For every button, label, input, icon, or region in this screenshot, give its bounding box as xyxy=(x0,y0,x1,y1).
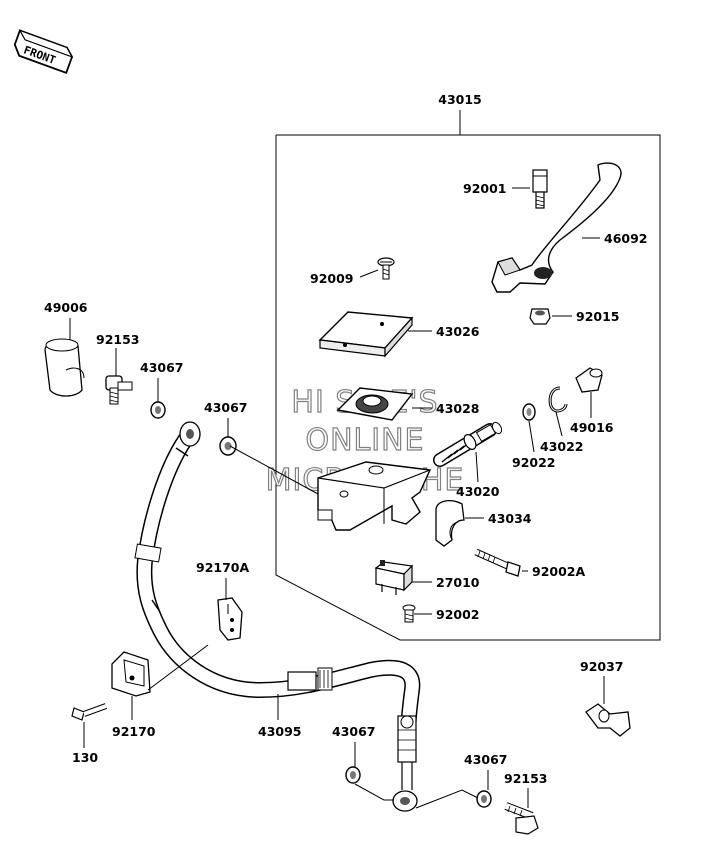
clamp-92170-drawing xyxy=(111,651,151,697)
master-cylinder-assembly-box xyxy=(275,110,661,641)
screw-92009-drawing xyxy=(377,257,395,280)
label-43015: 43015 xyxy=(438,92,482,107)
washer-43067-a-drawing xyxy=(150,401,166,419)
front-direction-badge: FRONT xyxy=(13,29,74,75)
label-43026: 43026 xyxy=(436,324,480,339)
bleeder-92153-lower-drawing xyxy=(504,802,539,835)
part-labels: 43015 92001 46092 92009 92015 43026 4302… xyxy=(44,92,648,786)
circlip-43022-drawing xyxy=(548,386,568,413)
bleeder-92153-upper-drawing xyxy=(105,375,133,405)
piston-kit-43020-drawing xyxy=(433,421,503,467)
label-49006: 49006 xyxy=(44,300,88,315)
label-92037: 92037 xyxy=(580,659,624,674)
clamp-92170A-drawing xyxy=(217,597,243,641)
master-cylinder-body-drawing xyxy=(317,461,432,531)
switch-27010-drawing xyxy=(374,560,414,595)
cap-43026-drawing xyxy=(318,311,414,358)
brake-lever-46092-drawing xyxy=(491,162,622,293)
label-43067-b: 43067 xyxy=(204,400,248,415)
leader-lines xyxy=(69,187,605,809)
label-92170: 92170 xyxy=(112,724,156,739)
label-92153-upper: 92153 xyxy=(96,332,140,347)
label-92002: 92002 xyxy=(436,607,480,622)
label-46092: 46092 xyxy=(604,231,648,246)
brake-hose-43095-drawing xyxy=(134,421,421,812)
label-130: 130 xyxy=(72,750,98,765)
label-92022: 92022 xyxy=(512,455,556,470)
label-43067-d: 43067 xyxy=(464,752,508,767)
label-43020: 43020 xyxy=(456,484,500,499)
clamp-92037-drawing xyxy=(585,703,631,737)
label-92153-lower: 92153 xyxy=(504,771,548,786)
washer-43067-d-drawing xyxy=(476,790,492,808)
washer-43067-b-drawing xyxy=(219,436,237,456)
label-43067-c: 43067 xyxy=(332,724,376,739)
clamp-43034-drawing xyxy=(435,499,465,547)
washer-43067-c-drawing xyxy=(345,766,361,784)
label-43034: 43034 xyxy=(488,511,532,526)
label-43028: 43028 xyxy=(436,401,480,416)
bolt-92002A-drawing xyxy=(474,548,521,577)
label-92015: 92015 xyxy=(576,309,620,324)
label-27010: 27010 xyxy=(436,575,480,590)
bolt-130-drawing xyxy=(71,703,108,721)
nut-92015-drawing xyxy=(529,308,551,325)
label-92002A: 92002A xyxy=(532,564,585,579)
label-92001: 92001 xyxy=(463,181,507,196)
boot-49016-drawing xyxy=(575,367,603,393)
label-92009: 92009 xyxy=(310,271,354,286)
label-49016: 49016 xyxy=(570,420,614,435)
screw-92002-drawing xyxy=(402,604,416,623)
label-92170A: 92170A xyxy=(196,560,249,575)
label-43022: 43022 xyxy=(540,439,584,454)
watermark-line-2: ONLINE xyxy=(305,423,424,458)
diaphragm-43028-drawing xyxy=(336,387,414,421)
washer-92022-drawing xyxy=(522,403,536,421)
cap-49006-drawing xyxy=(44,338,85,397)
label-43095: 43095 xyxy=(258,724,302,739)
label-43067-a: 43067 xyxy=(140,360,184,375)
bolt-92001-drawing xyxy=(532,169,548,209)
